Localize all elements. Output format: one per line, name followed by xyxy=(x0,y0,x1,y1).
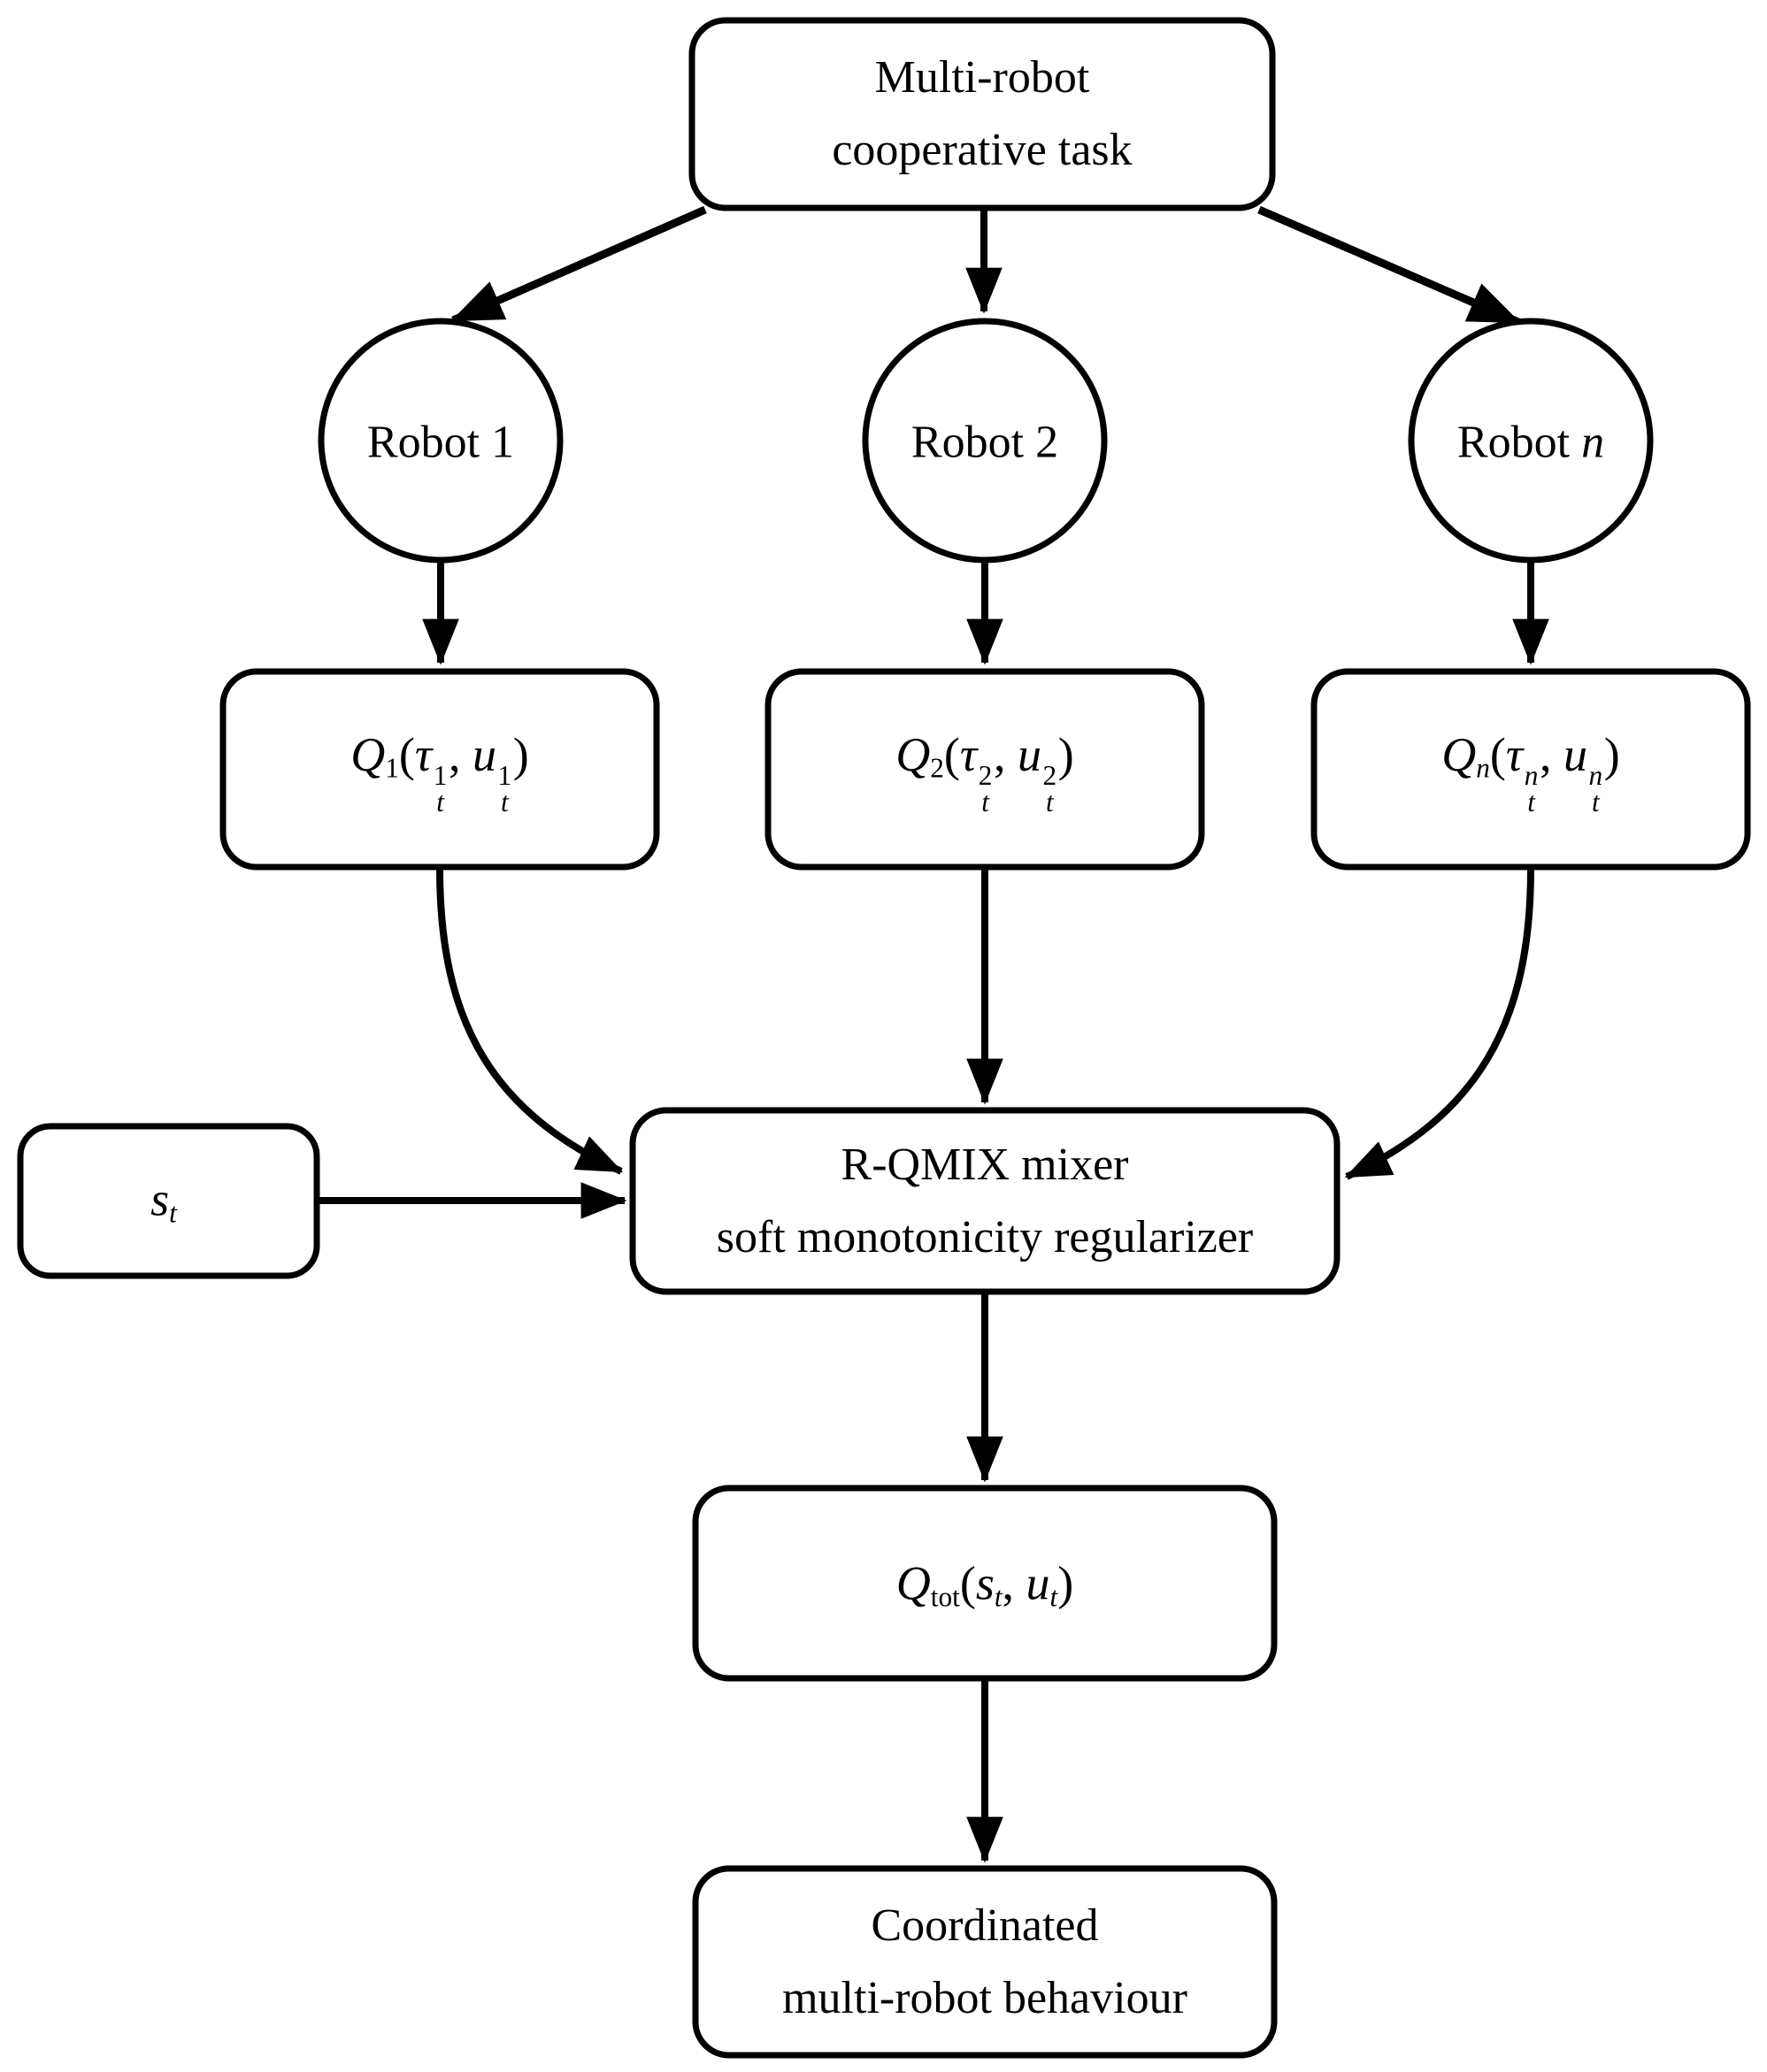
edge-task-robot1 xyxy=(450,205,707,325)
q2-comma: , xyxy=(993,728,1006,782)
task-box xyxy=(688,17,1276,211)
q2-tau-sup: 2 xyxy=(978,760,993,792)
q2-u-sup: 2 xyxy=(1042,760,1057,792)
q1-box xyxy=(219,668,660,871)
q2-open-paren: ( xyxy=(943,728,960,782)
q1-close-paren: ) xyxy=(512,728,529,782)
output-box xyxy=(692,1865,1278,2059)
robot2-circle xyxy=(862,318,1108,564)
q1-Q-sub: 1 xyxy=(385,752,399,784)
robotn-circle xyxy=(1408,318,1654,564)
qn-u-sub: t xyxy=(1592,787,1600,818)
edge-q1-mixer xyxy=(436,868,624,1175)
state-box xyxy=(17,1123,320,1279)
q2-tau: τ xyxy=(959,728,978,782)
mixer-label-line1: R-QMIX mixer xyxy=(841,1140,1129,1190)
qn-u-sup: n xyxy=(1588,760,1603,792)
q2-u-sub: t xyxy=(1046,787,1054,818)
qn-comma: , xyxy=(1539,728,1552,782)
q1-open-paren: ( xyxy=(398,728,415,782)
robot1-word: Robot xyxy=(366,417,480,468)
qn-close-paren: ) xyxy=(1603,728,1620,782)
qn-Q-sub: n xyxy=(1476,752,1490,784)
output-label-line1: Coordinated xyxy=(871,1900,1099,1951)
qtot-s: s xyxy=(975,1556,995,1610)
task-label-line2: cooperative task xyxy=(832,125,1133,175)
qtot-Q: Q xyxy=(895,1556,931,1610)
q2-tau-sub: t xyxy=(981,787,989,818)
qtot-box xyxy=(692,1485,1278,1682)
q1-tau: τ xyxy=(414,728,433,782)
q1-u-sup: 1 xyxy=(497,760,512,792)
q2-box xyxy=(764,668,1205,871)
edge-qn-mixer xyxy=(1344,868,1534,1180)
qn-u: u xyxy=(1563,728,1587,782)
state-s-sub: t xyxy=(169,1197,177,1229)
q1-tau-sub: t xyxy=(436,787,444,818)
robot1-label: Robot 1 xyxy=(367,417,514,469)
qn-box xyxy=(1310,668,1751,871)
q1-Q: Q xyxy=(350,728,386,782)
q1-tau-sup: 1 xyxy=(433,760,448,792)
output-label: Coordinated multi-robot behaviour xyxy=(782,1890,1187,2035)
qn-tau-sup: n xyxy=(1524,760,1539,792)
robotn-word: Robot xyxy=(1456,417,1571,468)
qtot-close-paren: ) xyxy=(1057,1556,1074,1610)
q1-comma: , xyxy=(448,728,461,782)
q1-u-sub: t xyxy=(501,787,509,818)
qtot-comma: , xyxy=(1002,1556,1015,1610)
robot1-index: 1 xyxy=(491,417,515,468)
mixer-label-line2: soft monotonicity regularizer xyxy=(716,1212,1254,1262)
robotn-index: n xyxy=(1581,417,1605,468)
qtot-u-sub: t xyxy=(1049,1581,1058,1613)
qtot-Q-sub: tot xyxy=(930,1581,960,1613)
task-label-line1: Multi-robot xyxy=(874,52,1090,103)
robot2-word: Robot xyxy=(910,417,1025,468)
qn-tau-sub: t xyxy=(1527,787,1535,818)
edge-task-robotn xyxy=(1257,205,1521,326)
task-label: Multi-robot cooperative task xyxy=(832,42,1132,187)
q2-Q-sub: 2 xyxy=(930,752,944,784)
qtot-open-paren: ( xyxy=(959,1556,976,1610)
robotn-label: Robot n xyxy=(1457,417,1604,469)
qn-tau: τ xyxy=(1505,728,1524,782)
qtot-u: u xyxy=(1026,1556,1050,1610)
q2-u: u xyxy=(1017,728,1041,782)
robot2-label: Robot 2 xyxy=(911,417,1058,469)
qtot-s-sub: t xyxy=(994,1581,1003,1613)
q2-close-paren: ) xyxy=(1057,728,1074,782)
robot2-index: 2 xyxy=(1035,417,1059,468)
qn-Q: Q xyxy=(1441,728,1477,782)
output-label-line2: multi-robot behaviour xyxy=(782,1973,1187,2023)
qtot-label: Qtot(st, ut) xyxy=(896,1556,1073,1614)
q2-Q: Q xyxy=(895,728,931,782)
state-label: st xyxy=(150,1172,177,1230)
q1-u: u xyxy=(472,728,496,782)
qn-open-paren: ( xyxy=(1489,728,1506,782)
mixer-box xyxy=(629,1107,1341,1295)
state-s: s xyxy=(150,1172,170,1226)
robot1-circle xyxy=(318,318,564,564)
mixer-label: R-QMIX mixer soft monotonicity regulariz… xyxy=(717,1129,1253,1274)
